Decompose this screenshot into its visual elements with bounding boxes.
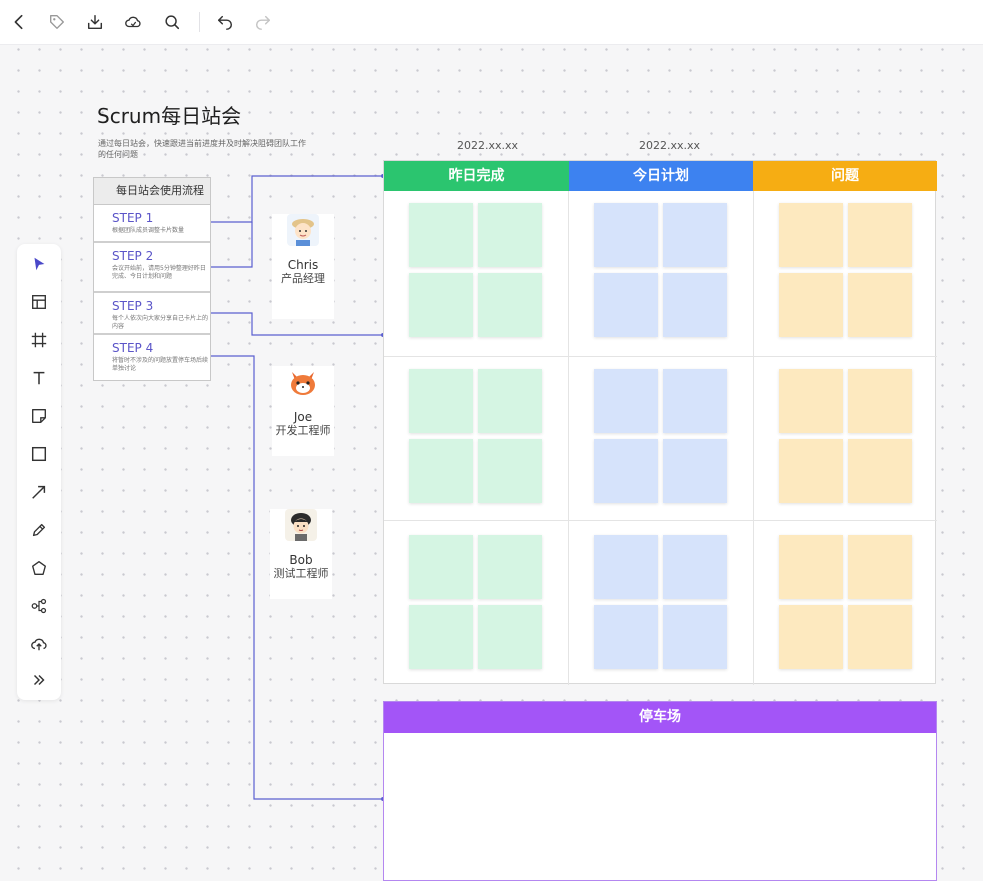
- sticky-note[interactable]: [594, 535, 658, 599]
- sticky-note[interactable]: [779, 535, 843, 599]
- sticky-note[interactable]: [594, 203, 658, 267]
- sticky-note[interactable]: [848, 369, 912, 433]
- sticky-note[interactable]: [779, 203, 843, 267]
- pen-icon[interactable]: [27, 518, 51, 542]
- back-icon[interactable]: [6, 9, 32, 35]
- member-name: Chris: [287, 258, 319, 272]
- page-subtitle: 通过每日站会，快速跟进当前进度并及时解决阻碍团队工作的任何问题: [98, 139, 306, 159]
- sticky-note[interactable]: [779, 273, 843, 337]
- frame-icon[interactable]: [27, 328, 51, 352]
- search-icon[interactable]: [159, 9, 185, 35]
- member-role: 测试工程师: [273, 567, 329, 580]
- parking-lot-header: 停车场: [384, 702, 936, 733]
- sticky-note[interactable]: [848, 535, 912, 599]
- member-name: Joe: [293, 410, 313, 424]
- flow-step[interactable]: STEP 4 将暂时不涉及的问题放置停车场后续单独讨论: [94, 335, 210, 380]
- sticky-note[interactable]: [409, 605, 473, 669]
- step-description: 将暂时不涉及的问题放置停车场后续单独讨论: [112, 357, 209, 372]
- member-card[interactable]: Bob 测试工程师: [270, 509, 332, 599]
- sticky-note[interactable]: [478, 273, 542, 337]
- template-icon[interactable]: [27, 290, 51, 314]
- sticky-note[interactable]: [478, 369, 542, 433]
- flow-step[interactable]: STEP 1 根据团队成员调整卡片数量: [94, 205, 210, 243]
- avatar: [285, 509, 317, 541]
- column-divider: [568, 191, 569, 685]
- sticky-note[interactable]: [478, 203, 542, 267]
- shape-icon[interactable]: [27, 556, 51, 580]
- sticky-note[interactable]: [848, 273, 912, 337]
- sticky-note[interactable]: [594, 369, 658, 433]
- sticky-note[interactable]: [848, 605, 912, 669]
- step-description: 根据团队成员调整卡片数量: [112, 227, 185, 234]
- column-header-plan[interactable]: 今日计划: [569, 161, 753, 191]
- tools-sidebar: [17, 244, 61, 700]
- sticky-note-icon[interactable]: [27, 404, 51, 428]
- sticky-note[interactable]: [478, 439, 542, 503]
- row-divider: [384, 356, 937, 357]
- page-title: Scrum每日站会: [97, 104, 242, 128]
- avatar: [287, 214, 319, 246]
- toolbar-divider: [199, 12, 200, 32]
- sticky-note[interactable]: [409, 535, 473, 599]
- more-icon[interactable]: [27, 668, 51, 692]
- flow-step[interactable]: STEP 2 会议开始前，请用5分钟整理好昨日完成、今日计划和问题: [94, 243, 210, 293]
- sticky-note[interactable]: [848, 203, 912, 267]
- cloud-icon[interactable]: [120, 9, 146, 35]
- rectangle-icon[interactable]: [27, 442, 51, 466]
- step-description: 会议开始前，请用5分钟整理好昨日完成、今日计划和问题: [112, 265, 206, 280]
- member-role: 开发工程师: [275, 424, 331, 437]
- flow-title: 每日站会使用流程: [94, 178, 210, 205]
- sticky-note[interactable]: [779, 369, 843, 433]
- flow-step[interactable]: STEP 3 每个人依次向大家分享自己卡片上的内容: [94, 293, 210, 335]
- sticky-note[interactable]: [663, 535, 727, 599]
- arrow-icon[interactable]: [27, 480, 51, 504]
- top-toolbar: [0, 0, 983, 45]
- tag-icon[interactable]: [44, 9, 70, 35]
- column-header-done[interactable]: 昨日完成: [384, 161, 569, 191]
- mindmap-icon[interactable]: [27, 594, 51, 618]
- step-title: STEP 1: [112, 211, 154, 225]
- standup-board[interactable]: 昨日完成 今日计划 问题: [383, 160, 937, 685]
- member-card[interactable]: Chris 产品经理: [272, 214, 334, 319]
- sticky-note[interactable]: [779, 439, 843, 503]
- sticky-note[interactable]: [594, 605, 658, 669]
- sticky-note[interactable]: [779, 605, 843, 669]
- sticky-note[interactable]: [848, 439, 912, 503]
- sticky-note[interactable]: [663, 369, 727, 433]
- column-header-issues[interactable]: 问题: [753, 161, 937, 191]
- sticky-note[interactable]: [594, 439, 658, 503]
- text-icon[interactable]: [27, 366, 51, 390]
- flow-table[interactable]: 每日站会使用流程 STEP 1 根据团队成员调整卡片数量 STEP 2 会议开始…: [93, 177, 211, 381]
- member-name: Bob: [289, 553, 313, 567]
- upload-icon[interactable]: [27, 632, 51, 656]
- step-title: STEP 4: [112, 341, 154, 355]
- member-card[interactable]: Joe 开发工程师: [272, 366, 334, 456]
- step-description: 每个人依次向大家分享自己卡片上的内容: [112, 315, 209, 330]
- sticky-note[interactable]: [409, 369, 473, 433]
- step-title: STEP 3: [112, 299, 154, 313]
- date-label: 2022.xx.xx: [639, 139, 701, 152]
- sticky-note[interactable]: [409, 439, 473, 503]
- download-icon[interactable]: [82, 9, 108, 35]
- sticky-note[interactable]: [478, 605, 542, 669]
- sticky-note[interactable]: [663, 203, 727, 267]
- sticky-note[interactable]: [594, 273, 658, 337]
- parking-lot[interactable]: 停车场: [383, 701, 937, 881]
- column-divider: [753, 191, 754, 685]
- select-icon[interactable]: [27, 252, 51, 276]
- date-label: 2022.xx.xx: [457, 139, 519, 152]
- sticky-note[interactable]: [409, 273, 473, 337]
- undo-icon[interactable]: [212, 9, 238, 35]
- member-role: 产品经理: [281, 272, 325, 285]
- sticky-note[interactable]: [409, 203, 473, 267]
- step-title: STEP 2: [112, 249, 154, 263]
- avatar: [287, 366, 319, 398]
- sticky-note[interactable]: [663, 605, 727, 669]
- sticky-note[interactable]: [663, 273, 727, 337]
- redo-icon[interactable]: [250, 9, 276, 35]
- row-divider: [384, 520, 937, 521]
- sticky-note[interactable]: [478, 535, 542, 599]
- sticky-note[interactable]: [663, 439, 727, 503]
